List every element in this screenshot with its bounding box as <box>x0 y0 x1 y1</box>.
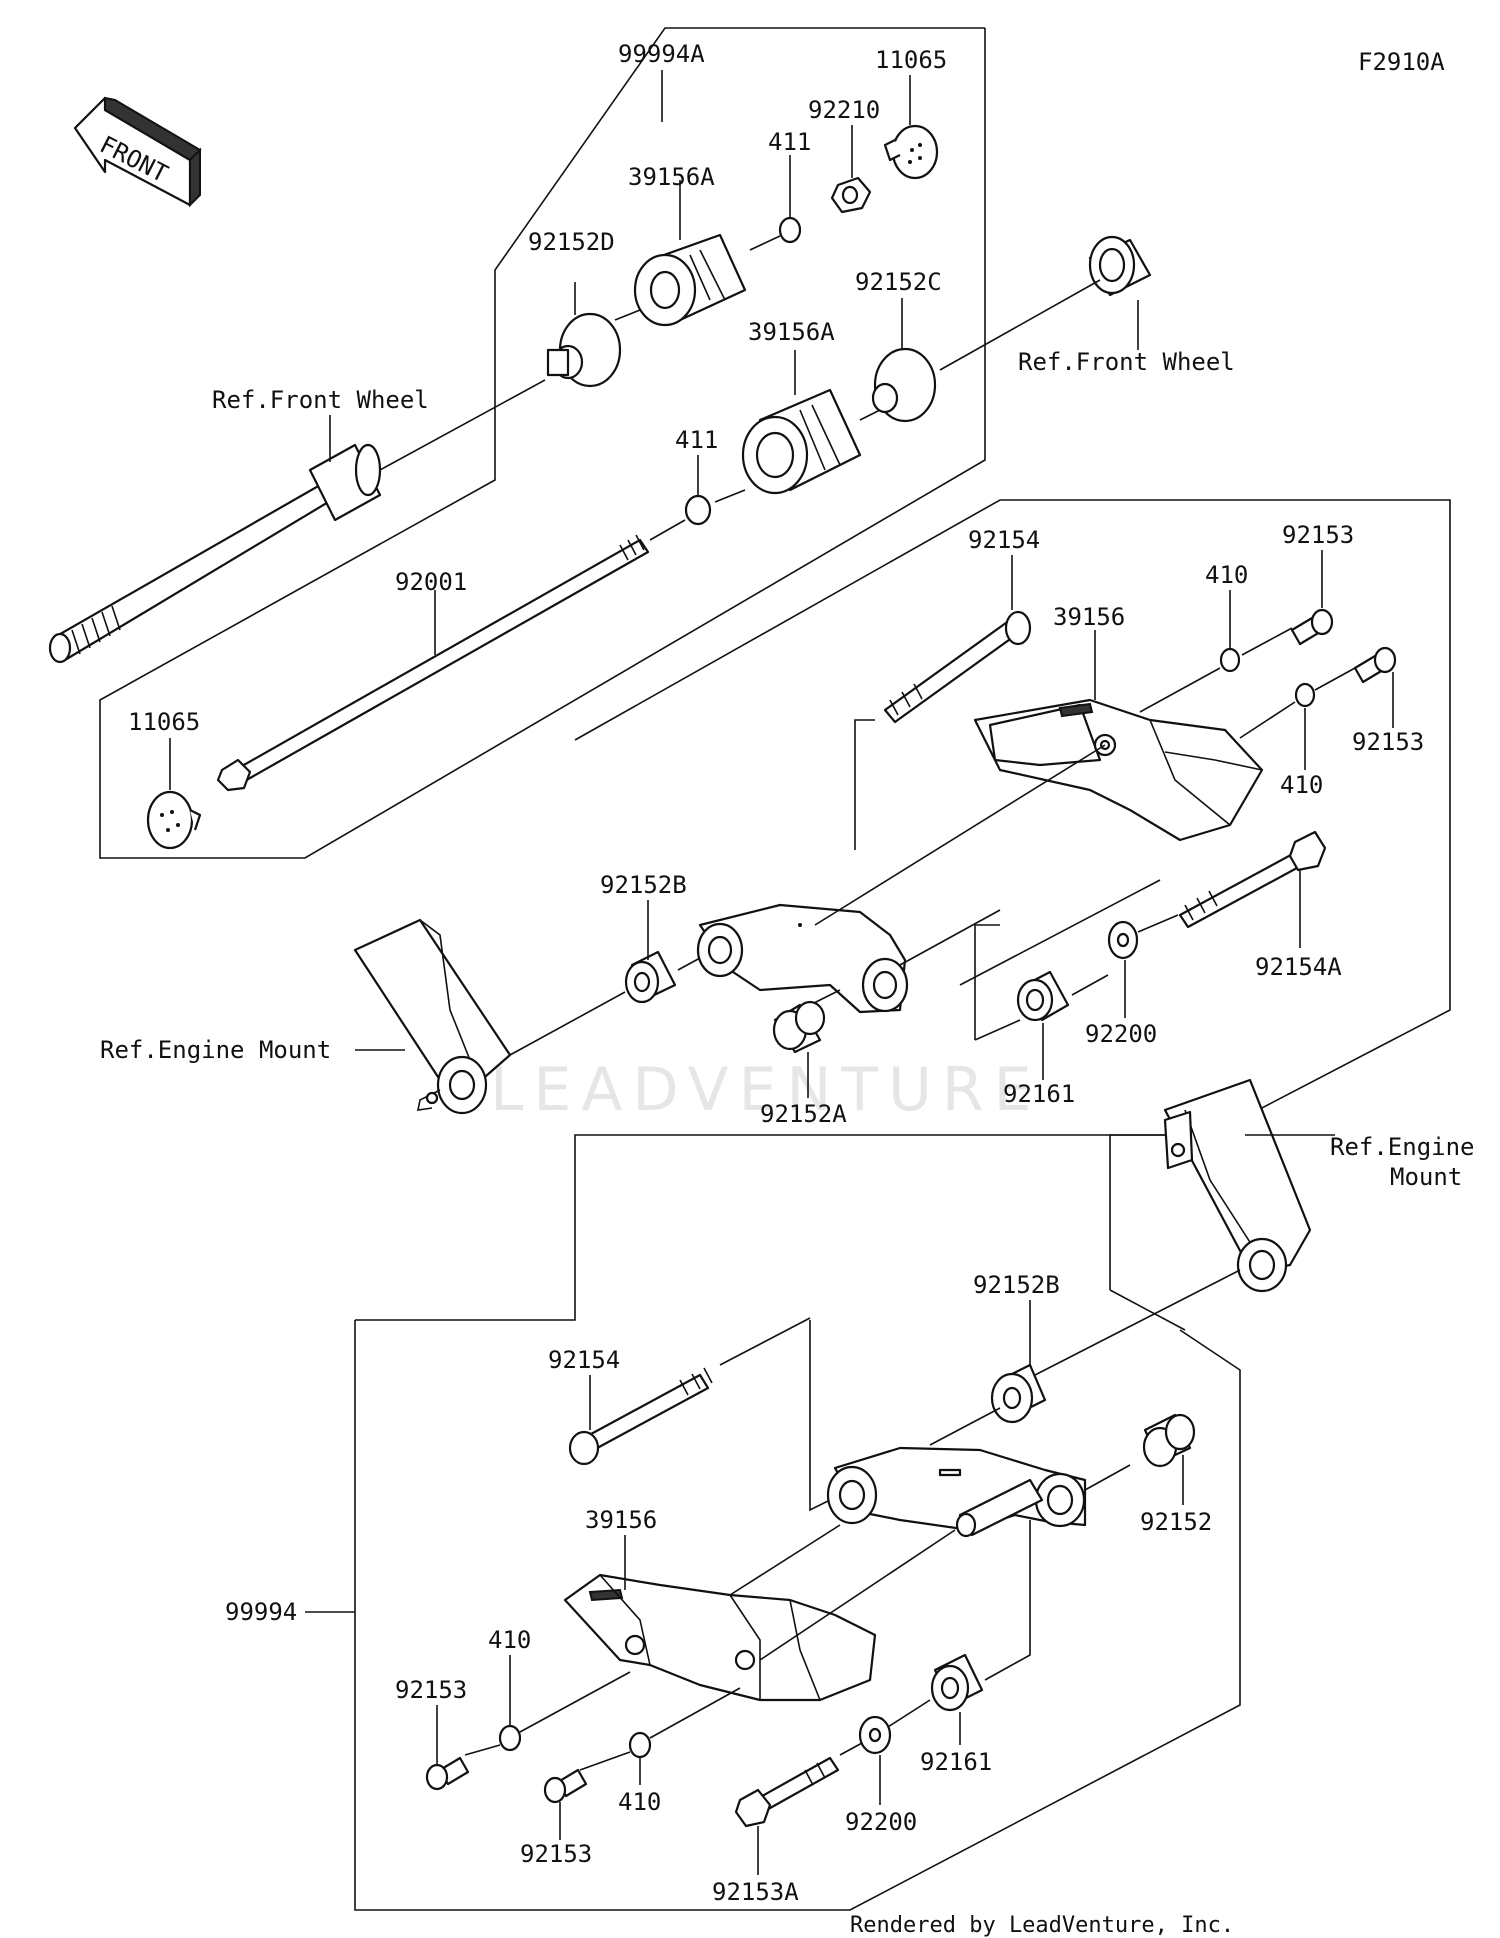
label-411-mid: 411 <box>675 426 718 454</box>
washer-410-lower-a <box>498 1724 522 1752</box>
slider-39156-lower <box>563 1573 877 1702</box>
label-39156-upper: 39156 <box>1053 603 1125 631</box>
label-92153-lower-b: 92153 <box>520 1840 592 1868</box>
screw-92153-upper-a <box>1290 608 1334 646</box>
ref-front-wheel-right: Ref.Front Wheel <box>1018 348 1235 376</box>
collar-92152c <box>871 347 937 423</box>
label-92152b-upper: 92152B <box>600 871 687 899</box>
label-92152a: 92152A <box>760 1100 847 1128</box>
grommet-92161-lower <box>930 1653 984 1712</box>
collar-92152d <box>546 312 622 388</box>
label-410-lower-a: 410 <box>488 1626 531 1654</box>
label-99994a: 99994A <box>618 40 705 68</box>
engine-mount-right <box>1163 1078 1312 1293</box>
label-92154-upper: 92154 <box>968 526 1040 554</box>
label-92153a: 92153A <box>712 1878 799 1906</box>
label-92152b-lower: 92152B <box>973 1271 1060 1299</box>
label-11065-top: 11065 <box>875 46 947 74</box>
collar-92152 <box>1142 1413 1196 1468</box>
label-99994: 99994 <box>225 1598 297 1626</box>
label-92153-upper-b: 92153 <box>1352 728 1424 756</box>
label-92153-upper-a: 92153 <box>1282 521 1354 549</box>
label-92161-lower: 92161 <box>920 1748 992 1776</box>
spacer-92152b-upper <box>624 950 677 1004</box>
bolt-92154a <box>1178 830 1327 929</box>
slider-39156a-mid <box>741 388 862 495</box>
engine-mount-left <box>353 918 512 1115</box>
washer-410-upper-b <box>1294 682 1316 708</box>
label-39156-lower: 39156 <box>585 1506 657 1534</box>
label-411-top: 411 <box>768 128 811 156</box>
front-arrow-icon: FRONT <box>73 96 202 208</box>
label-39156a-top: 39156A <box>628 163 715 191</box>
label-92001: 92001 <box>395 568 467 596</box>
assembly-box-99994 <box>354 1320 1241 1911</box>
label-92152c: 92152C <box>855 268 942 296</box>
collar-92152a <box>772 1000 826 1054</box>
footer-credit: Rendered by LeadVenture, Inc. <box>850 1913 1234 1938</box>
assembly-box-99994a <box>99 27 986 859</box>
ref-engine-right-2: Mount <box>1390 1163 1462 1191</box>
ref-front-wheel-left: Ref.Front Wheel <box>212 386 429 414</box>
washer-410-lower-b <box>628 1731 652 1759</box>
screw-92153-lower-b <box>543 1768 588 1804</box>
watermark: LEADVENTURE <box>490 1055 1042 1125</box>
cap-11065-top <box>883 124 939 180</box>
label-11065-left: 11065 <box>128 708 200 736</box>
washer-410-upper-a <box>1219 647 1241 673</box>
label-410-lower-b: 410 <box>618 1788 661 1816</box>
ref-engine-right-1: Ref.Engine <box>1330 1133 1475 1161</box>
label-92161-upper: 92161 <box>1003 1080 1075 1108</box>
label-410-upper-a: 410 <box>1205 561 1248 589</box>
bolt-92154-upper <box>883 610 1032 724</box>
washer-411-mid <box>684 494 712 526</box>
label-92152: 92152 <box>1140 1508 1212 1536</box>
label-92154-lower: 92154 <box>548 1346 620 1374</box>
label-39156a-mid: 39156A <box>748 318 835 346</box>
label-92153-lower-a: 92153 <box>395 1676 467 1704</box>
label-92200-lower: 92200 <box>845 1808 917 1836</box>
label-92200-upper: 92200 <box>1085 1020 1157 1048</box>
bolt-92154-lower <box>568 1367 713 1466</box>
grommet-92161-upper <box>1016 970 1070 1022</box>
screw-92153-upper-b <box>1353 646 1397 684</box>
bolt-92153a <box>734 1756 840 1828</box>
front-wheel-axle <box>48 443 382 664</box>
slider-39156-upper <box>973 698 1264 842</box>
label-92154a: 92154A <box>1255 953 1342 981</box>
label-410-upper-b: 410 <box>1280 771 1323 799</box>
slider-39156a-top <box>633 233 747 327</box>
figure-code: F2910A <box>1358 48 1445 76</box>
bracket-lower <box>826 1446 1087 1538</box>
washer-411-top <box>778 216 802 244</box>
label-92210: 92210 <box>808 96 880 124</box>
bracket-upper <box>696 903 909 1014</box>
ref-engine-mount-left: Ref.Engine Mount <box>100 1036 331 1064</box>
screw-92153-lower-a <box>425 1756 470 1791</box>
spacer-92152b-lower <box>990 1363 1047 1424</box>
label-92152d: 92152D <box>528 228 615 256</box>
front-wheel-bushing <box>1088 235 1152 297</box>
cap-11065-left <box>146 790 202 850</box>
